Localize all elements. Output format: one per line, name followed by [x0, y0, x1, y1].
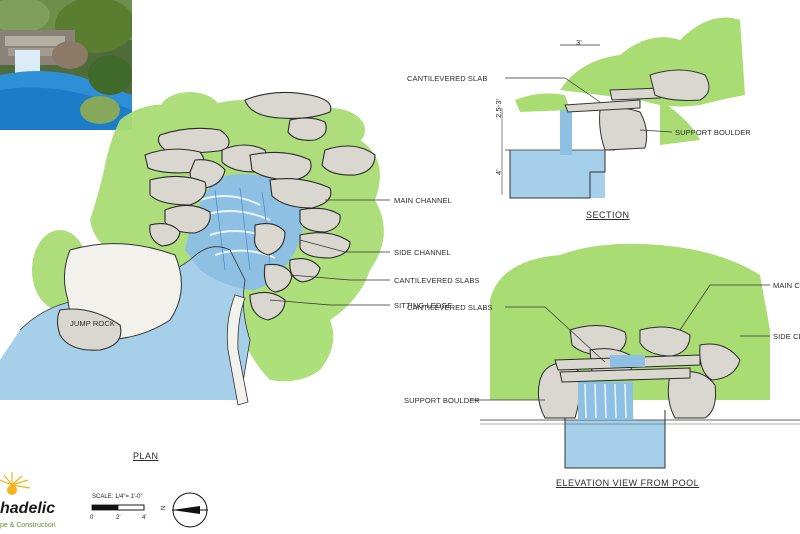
section-drawing — [501, 17, 745, 199]
plan-leaders — [269, 199, 390, 306]
elevation-label-support-boulder: SUPPORT BOULDER — [404, 396, 480, 405]
section-title: SECTION — [586, 210, 630, 220]
section-label-support-boulder: SUPPORT BOULDER — [675, 128, 751, 137]
elevation-label-main-channel: MAIN C — [773, 281, 800, 290]
plan-label-side-channel: SIDE CHANNEL — [394, 248, 451, 257]
scale-tick-0: 0' — [90, 515, 95, 521]
scale-tick-2: 2' — [116, 515, 121, 521]
section-label-cantilevered-slab: CANTILEVERED SLAB — [407, 74, 488, 83]
plan-label-main-channel: MAIN CHANNEL — [394, 196, 452, 205]
jump-rock — [56, 243, 182, 351]
elevation-label-side-channel: SIDE CH — [773, 332, 800, 341]
plan-label-cantilevered-slabs: CANTILEVERED SLABS — [394, 276, 480, 285]
plan-label-sitting-ledge: SITTING LEDGE — [394, 301, 453, 310]
section-dim-height: 2.5-3' — [494, 98, 503, 118]
section-dim-width: 3' — [576, 38, 582, 47]
section-dim-depth: 4' — [494, 169, 503, 175]
plan-label-jump-rock: JUMP ROCK — [70, 319, 115, 328]
elevation-title: ELEVATION VIEW FROM POOL — [556, 478, 700, 488]
north-arrow-icon — [172, 492, 208, 528]
elevation-label-cantilevered-slabs: CANTILEVERED SLABS — [407, 303, 493, 312]
reference-photo — [0, 0, 132, 130]
logo-tagline: pe & Construction — [0, 522, 56, 529]
logo-sun-icon — [0, 472, 31, 495]
north-label: N — [161, 505, 168, 511]
scale-bar — [91, 504, 145, 511]
plan-title: PLAN — [133, 451, 159, 461]
scale-text: SCALE: 1/4"= 1'-0" — [92, 494, 143, 500]
elevation-drawing — [470, 243, 800, 469]
scale-tick-4: 4' — [142, 515, 147, 521]
plan-boulders — [144, 91, 376, 321]
sitting-ledge — [226, 294, 249, 406]
logo-name: hadelic — [0, 500, 56, 517]
